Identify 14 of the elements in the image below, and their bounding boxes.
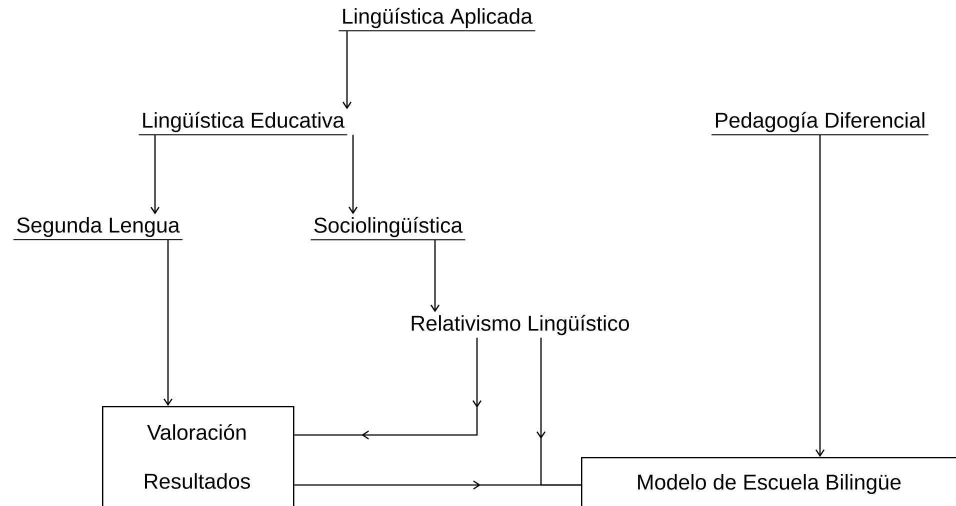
arrow — [430, 240, 440, 312]
arrow — [150, 134, 160, 214]
box: Modelo de Escuela Bilingüe — [581, 457, 956, 506]
arrow — [163, 240, 173, 406]
arrow — [815, 134, 825, 457]
label: Relativismo Lingüístico — [412, 314, 629, 336]
underlined-label: Pedagogía Diferencial — [711, 112, 929, 136]
arrow — [342, 30, 352, 110]
box: Valoración Resultados — [102, 406, 294, 506]
underlined-label: Lingüística Aplicada — [338, 8, 536, 32]
arrow — [348, 134, 358, 214]
underlined-label: Segunda Lengua — [12, 216, 184, 240]
underlined-label: Lingüística Educativa — [138, 112, 348, 136]
underlined-label: Sociolingüística — [310, 216, 466, 240]
